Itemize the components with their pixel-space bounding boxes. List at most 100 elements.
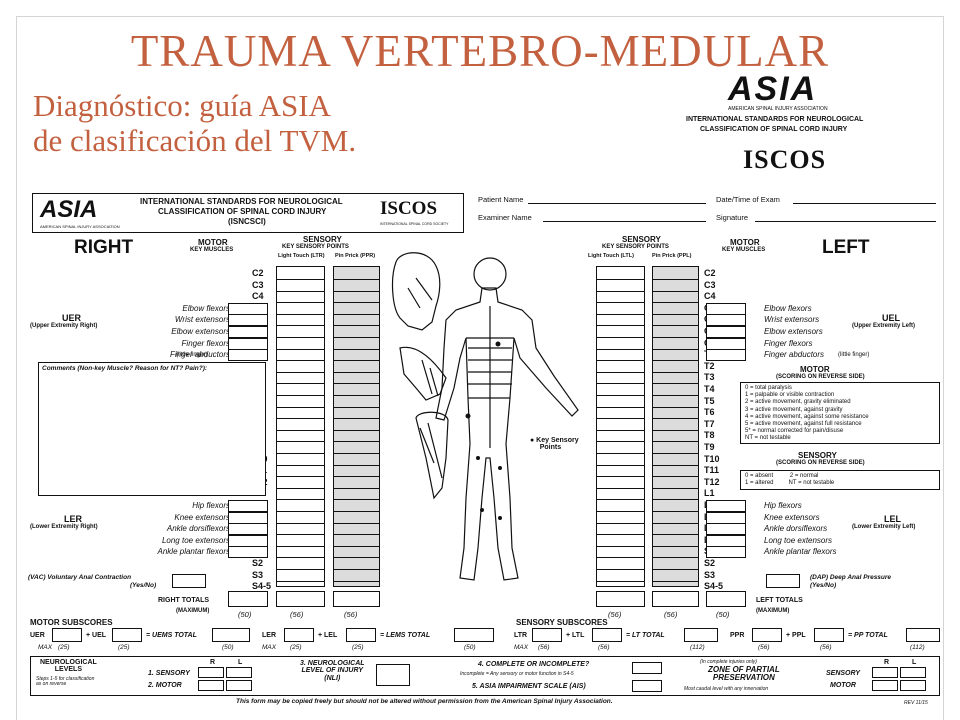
ltr-column[interactable]	[276, 266, 325, 587]
sensory-row-divider	[276, 476, 325, 478]
level-label-right: S2	[252, 558, 264, 568]
ltr-subscore[interactable]	[532, 628, 562, 642]
motor-score-right[interactable]	[228, 534, 268, 547]
level-label-left: T4	[704, 384, 715, 394]
vac-input[interactable]	[172, 574, 206, 588]
nli-input[interactable]	[376, 664, 410, 686]
sensory-row-divider	[596, 383, 645, 385]
motor-score-left[interactable]	[706, 511, 746, 524]
motor-score-right[interactable]	[228, 511, 268, 524]
left-pp-total[interactable]	[652, 591, 699, 607]
sensory-row-divider	[596, 499, 645, 501]
sensory-row-divider	[276, 302, 325, 304]
level-label-left: T7	[704, 418, 715, 429]
sensory-level-left[interactable]	[226, 667, 252, 678]
motor-score-right[interactable]	[228, 349, 268, 362]
motor-score-left[interactable]	[706, 326, 746, 338]
sensory-row-divider	[652, 429, 699, 431]
motor-level-right[interactable]	[198, 680, 224, 691]
sensory-row-divider	[276, 557, 325, 559]
motor-score-right[interactable]	[228, 337, 268, 350]
slide-subtitle-1: Diagnóstico: guía ASIA	[33, 88, 331, 123]
sensory-row-divider	[276, 395, 325, 396]
motor-level-left[interactable]	[226, 680, 252, 691]
sensory-row-divider	[596, 545, 645, 547]
sensory-row-divider	[276, 279, 325, 280]
zpp-sensory-right[interactable]	[872, 667, 898, 678]
level-label-right: C3	[252, 279, 264, 290]
motor-score-right[interactable]	[228, 546, 268, 559]
sensory-row-divider	[333, 569, 380, 570]
uel-subscore[interactable]	[112, 628, 142, 642]
dap-input[interactable]	[766, 574, 800, 588]
left-heading: LEFT	[822, 237, 870, 258]
ais-input[interactable]	[632, 680, 662, 692]
sensory-row-divider	[276, 569, 325, 570]
muscle-label-left: Elbow extensors	[764, 327, 823, 336]
sensory-row-divider	[652, 441, 699, 443]
ppl-subscore[interactable]	[814, 628, 844, 642]
motor-score-right[interactable]	[228, 302, 268, 315]
level-label-right: S3	[252, 569, 264, 580]
dermatome-body-diagram	[391, 252, 579, 581]
asia-logo-form: ASIA	[40, 196, 98, 223]
muscle-label-left: Finger abductors	[764, 350, 825, 360]
sensory-row-divider	[333, 360, 380, 362]
zpp-motor-right[interactable]	[872, 680, 898, 691]
motor-score-right[interactable]	[228, 523, 268, 536]
ltl-subscore[interactable]	[592, 628, 622, 642]
key-sensory-points-label: ● Key Sensory Points	[530, 437, 579, 451]
sensory-level-right[interactable]	[198, 667, 224, 678]
sensory-row-divider	[333, 429, 380, 431]
sensory-row-divider	[652, 395, 699, 396]
motor-score-left[interactable]	[706, 546, 746, 559]
sensory-row-divider	[333, 371, 380, 373]
level-label-left: S3	[704, 569, 716, 580]
ppr-subscore[interactable]	[752, 628, 782, 642]
uems-total[interactable]	[212, 628, 250, 642]
motor-score-left[interactable]	[706, 337, 746, 350]
sensory-row-divider	[276, 511, 325, 512]
finger-note-left: (little finger)	[838, 352, 870, 359]
sensory-row-divider	[652, 348, 699, 350]
ppl-column[interactable]	[652, 266, 699, 587]
lems-total[interactable]	[454, 628, 494, 642]
left-motor-total[interactable]	[706, 591, 746, 607]
sensory-row-divider	[596, 487, 645, 489]
lel-subscore[interactable]	[346, 628, 376, 642]
motor-score-right[interactable]	[228, 314, 268, 327]
level-label-left: L1	[704, 488, 715, 499]
motor-score-left[interactable]	[706, 534, 746, 547]
sensory-row-divider	[596, 441, 645, 443]
sensory-row-divider	[276, 545, 325, 547]
zpp-sensory-left[interactable]	[900, 667, 926, 678]
ler-subscore[interactable]	[284, 628, 314, 642]
left-lt-total[interactable]	[596, 591, 645, 607]
zpp-motor-left[interactable]	[900, 680, 926, 691]
pp-total[interactable]	[906, 628, 940, 642]
lt-total[interactable]	[684, 628, 718, 642]
motor-score-left[interactable]	[706, 302, 746, 315]
ppr-column[interactable]	[333, 266, 380, 587]
sensory-row-divider	[333, 418, 380, 420]
motor-score-right[interactable]	[228, 500, 268, 512]
sensory-row-divider	[652, 360, 699, 362]
sensory-row-divider	[596, 325, 645, 327]
ltl-column[interactable]	[596, 266, 645, 587]
sensory-row-divider	[276, 337, 325, 338]
uer-subscore[interactable]	[52, 628, 82, 642]
motor-score-left[interactable]	[706, 314, 746, 327]
muscle-label-right: Finger flexors	[181, 338, 230, 348]
motor-score-right[interactable]	[228, 326, 268, 338]
motor-score-left[interactable]	[706, 523, 746, 536]
right-motor-total[interactable]	[228, 591, 268, 607]
motor-score-left[interactable]	[706, 500, 746, 512]
sensory-row-divider	[276, 360, 325, 362]
right-lt-total[interactable]	[276, 591, 325, 607]
motor-score-left[interactable]	[706, 349, 746, 362]
iscos-logo-form: ISCOS	[380, 198, 438, 219]
complete-input[interactable]	[632, 662, 662, 674]
right-pp-total[interactable]	[333, 591, 380, 607]
comments-box[interactable]	[38, 362, 266, 496]
sensory-row-divider	[276, 464, 325, 466]
